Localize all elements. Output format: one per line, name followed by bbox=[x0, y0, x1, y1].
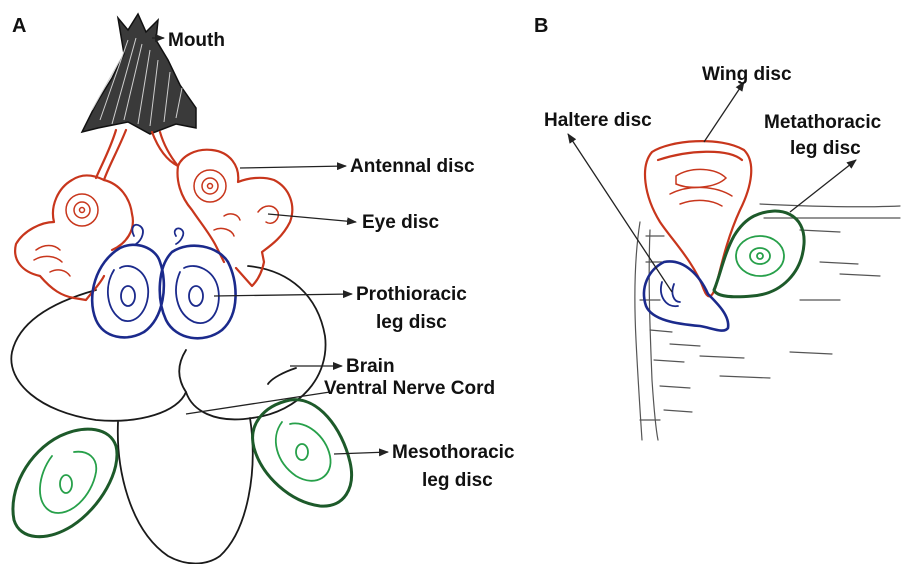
label-brain: Brain bbox=[346, 356, 395, 377]
panel-b-letter: B bbox=[534, 15, 548, 37]
haltere-disc bbox=[644, 261, 728, 330]
panel-a: A bbox=[11, 14, 515, 564]
label-ventral-nerve-cord: Ventral Nerve Cord bbox=[324, 378, 495, 399]
label-mesothoracic-line2: leg disc bbox=[422, 470, 493, 491]
label-eye-disc: Eye disc bbox=[362, 212, 440, 233]
mesothoracic-leg-disc-left bbox=[13, 429, 117, 537]
eye-antennal-disc-right bbox=[152, 132, 292, 286]
brain bbox=[11, 266, 325, 421]
panel-b: B bbox=[534, 15, 900, 440]
label-prothoracic-line1: Prothioracic bbox=[356, 284, 467, 305]
label-prothoracic-line2: leg disc bbox=[376, 312, 447, 333]
label-metathoracic-line1: Metathoracic bbox=[764, 112, 882, 133]
label-wing-disc: Wing disc bbox=[702, 64, 792, 85]
wing-disc bbox=[645, 141, 751, 296]
label-mesothoracic-line1: Mesothoracic bbox=[392, 442, 515, 463]
prothoracic-leg-disc-right bbox=[160, 228, 236, 338]
metathoracic-leg-disc bbox=[714, 211, 804, 297]
ventral-nerve-cord bbox=[118, 418, 253, 564]
label-metathoracic-line2: leg disc bbox=[790, 138, 861, 159]
label-mouth: Mouth bbox=[168, 30, 225, 51]
label-haltere-disc: Haltere disc bbox=[544, 110, 652, 131]
eye-antennal-disc-left bbox=[15, 130, 133, 300]
panel-a-letter: A bbox=[12, 15, 26, 37]
label-antennal-disc: Antennal disc bbox=[350, 156, 475, 177]
prothoracic-leg-disc-left bbox=[92, 225, 164, 338]
